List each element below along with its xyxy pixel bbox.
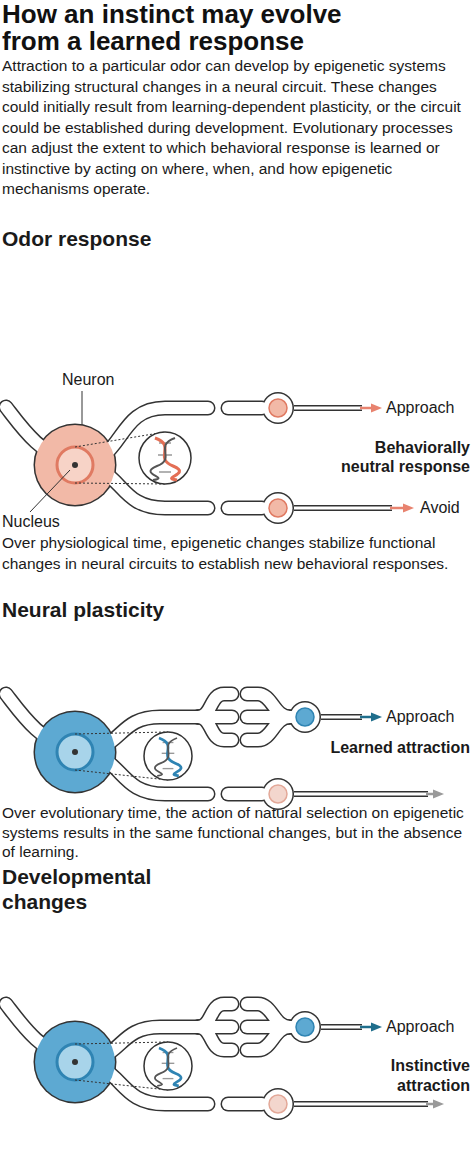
- arrow-head: [371, 404, 382, 413]
- output-label: Approach: [386, 707, 455, 726]
- section-heading: Odor response: [2, 226, 302, 251]
- dna-helix: [150, 438, 179, 480]
- dna-rung: [159, 471, 171, 473]
- output-line: [294, 405, 362, 411]
- post-cell-core: [269, 499, 287, 517]
- caption-text: Over evolutionary time, the action of na…: [2, 803, 470, 862]
- section-heading: Neural plasticity: [2, 597, 302, 622]
- output-line: [294, 407, 362, 410]
- arrow-shaft: [390, 507, 404, 510]
- section-heading: Developmental changes: [2, 864, 172, 914]
- neuron-panel: [6, 1004, 444, 1120]
- soma: [35, 425, 115, 505]
- figure-title: How an instinct may evolve from a learne…: [2, 1, 402, 55]
- output-label: Approach: [386, 1017, 455, 1036]
- leader-line: [82, 391, 83, 425]
- nucleolus: [72, 462, 78, 468]
- dna-strand: [155, 438, 180, 480]
- post-cell-core: [269, 399, 287, 417]
- dna-strand: [150, 438, 175, 480]
- post-cell: [264, 394, 293, 423]
- output-label: Avoid: [420, 498, 460, 517]
- output-line: [294, 507, 392, 510]
- output-label: Approach: [386, 398, 455, 417]
- post-cell-outline: [262, 392, 294, 424]
- tube-fill: [6, 407, 262, 508]
- soma-outline: [34, 424, 117, 507]
- leader-line: [30, 470, 70, 512]
- output-line: [294, 505, 392, 511]
- part-label: Nucleus: [2, 512, 60, 531]
- response-label: Behaviorally neutral response: [320, 438, 470, 476]
- arrow-shaft: [360, 407, 372, 410]
- response-label: Learned attraction: [290, 738, 470, 757]
- zoom-line: [75, 483, 165, 484]
- arrow-head: [403, 504, 414, 513]
- post-cell-outline: [262, 492, 294, 524]
- zoom-circle: [139, 432, 191, 484]
- response-label: Instinctive attraction: [330, 1056, 470, 1096]
- tube-outline: [6, 407, 262, 508]
- caption-text: Over physiological time, epigenetic chan…: [2, 533, 470, 574]
- post-cell: [264, 494, 293, 523]
- intro-text: Attraction to a particular odor can deve…: [2, 56, 470, 200]
- part-label: Neuron: [62, 370, 114, 389]
